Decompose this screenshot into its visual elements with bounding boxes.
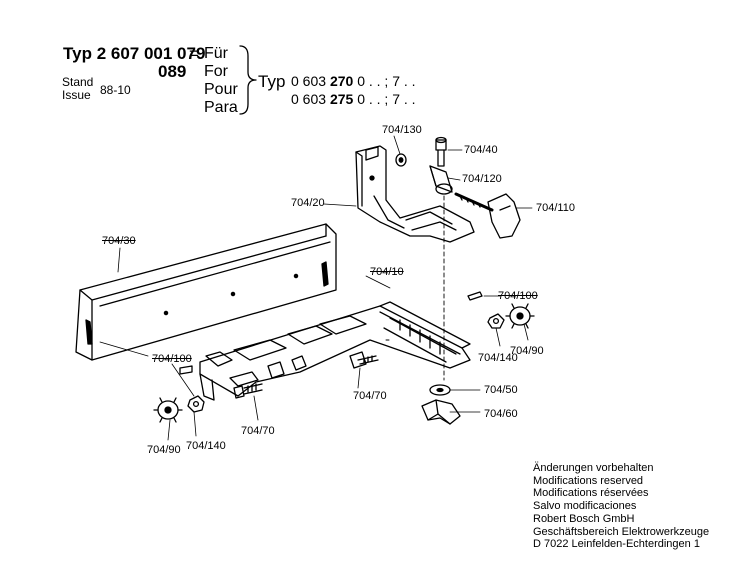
header-typ-line: Typ 2 607 001 079 <box>63 44 205 63</box>
footer-line: D 7022 Leinfelden-Echterdingen 1 <box>533 538 700 550</box>
base-plate-part <box>199 301 471 401</box>
pin-100-right <box>467 291 483 301</box>
footer-company: Robert Bosch GmbH <box>533 513 635 525</box>
part-label: 704/70 <box>241 425 275 437</box>
footer-line: Geschäftsbereich Elektrowerkzeuge <box>533 525 710 538</box>
part-label: 704/110 <box>536 202 575 214</box>
typ-suffix: 089 <box>158 62 187 81</box>
part-label: 704/50 <box>484 384 518 396</box>
footer-block: Änderungen vorbehalten Modifications res… <box>533 462 709 551</box>
target-typ-line-1: 0 603 270 0 . . ; 7 . . <box>291 73 416 89</box>
screw-70-left <box>233 383 263 399</box>
part-label: 704/120 <box>462 173 502 185</box>
part-label: 704/90 <box>510 345 544 357</box>
footer-line: Modifications reserved <box>533 474 644 487</box>
part-label-superseded: 704/30 <box>102 235 136 247</box>
part-label-superseded: 704/10 <box>370 266 404 278</box>
part-label-superseded: 704/100 <box>152 353 192 365</box>
upper-bracket-part <box>355 145 475 243</box>
leader-lines <box>99 135 533 441</box>
part-label: 704/140 <box>478 352 518 364</box>
sleeve-120 <box>429 165 453 195</box>
washer-130 <box>395 153 407 167</box>
fence-part <box>75 223 337 361</box>
nut-140-right <box>487 313 505 329</box>
header-brace <box>239 45 257 115</box>
part-label: 704/70 <box>353 390 387 402</box>
part-label: 704/40 <box>464 144 498 156</box>
target-typ-label: Typ <box>258 72 286 91</box>
language-pour: Pour <box>204 81 238 98</box>
part-label: 704/90 <box>147 444 181 456</box>
part-label-superseded: 704/100 <box>498 290 538 302</box>
stand-label: Stand <box>62 75 94 89</box>
part-label: 704/130 <box>382 124 422 136</box>
footer-line: Änderungen vorbehalten <box>533 462 654 474</box>
screw-70-center <box>349 351 379 369</box>
footer-line: Modifications réservées <box>533 487 649 499</box>
knob-90-right <box>505 303 535 329</box>
part-label: 704/60 <box>484 408 518 420</box>
wing-nut-60 <box>421 399 461 425</box>
nut-140-left <box>187 395 205 413</box>
language-para: Para <box>204 99 238 116</box>
knob-90-left <box>153 397 183 423</box>
language-fur: Für <box>204 45 228 62</box>
issue-value: 88-10 <box>100 83 131 97</box>
part-label: 704/140 <box>186 440 226 452</box>
pin-100-left <box>179 365 193 375</box>
typ-prefix: Typ <box>63 44 92 63</box>
clamp-knob-110 <box>454 192 521 239</box>
typ-number: 2 607 001 079 <box>96 44 206 63</box>
language-for: For <box>204 63 228 80</box>
washer-50 <box>429 384 451 396</box>
issue-label: Issue <box>62 88 91 102</box>
equals-sign: = <box>189 44 199 63</box>
target-typ-line-2: 0 603 275 0 . . ; 7 . . <box>291 91 416 107</box>
screw-40 <box>435 136 447 167</box>
footer-line: Salvo modificaciones <box>533 499 637 512</box>
part-label: 704/20 <box>291 197 325 209</box>
